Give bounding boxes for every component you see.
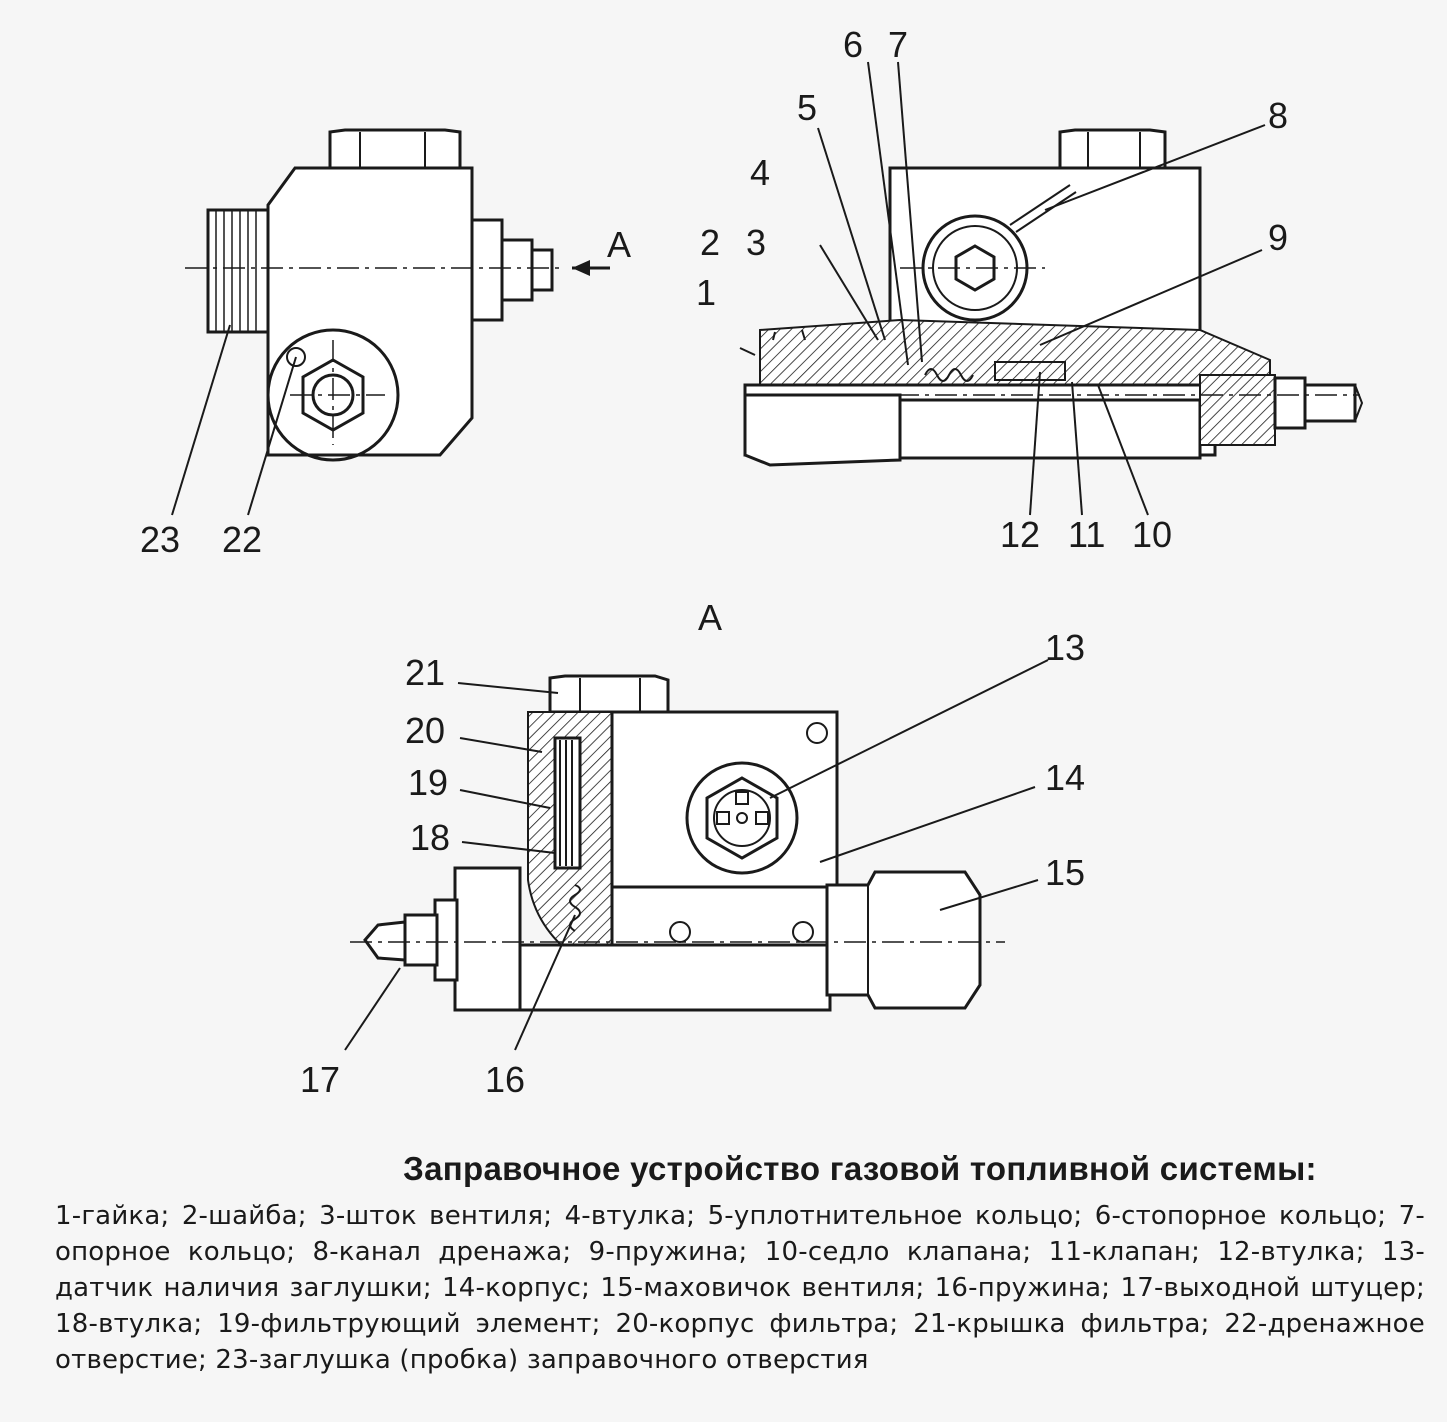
caption-legend: 1-гайка; 2-шайба; 3-шток вентиля; 4-втул… [55, 1201, 1425, 1375]
callout-16: 16 [485, 1059, 525, 1100]
filter-element [553, 736, 582, 870]
callout-11: 11 [1068, 514, 1105, 555]
callout-1: 1 [696, 272, 716, 313]
caption-title: Заправочное устройство газовой топливной… [403, 1150, 1317, 1187]
view-arrow-a: A [572, 224, 631, 276]
arrow-label-a: A [607, 224, 631, 265]
callout-19: 19 [408, 762, 448, 803]
boss-circle [266, 328, 400, 462]
handwheel-15 [825, 870, 982, 1010]
callout-9: 9 [1268, 217, 1288, 258]
section-upper-body [888, 166, 1202, 335]
technical-drawing: A 23 22 [140, 24, 1364, 1100]
callout-23: 23 [140, 519, 180, 560]
fitting-side [470, 218, 554, 322]
callout-10: 10 [1132, 514, 1172, 555]
spring-9 [924, 368, 974, 382]
callout-2: 2 [700, 222, 720, 263]
callout-17: 17 [300, 1059, 340, 1100]
callout-6: 6 [843, 24, 863, 65]
callout-20: 20 [405, 710, 445, 751]
view-a: A [300, 597, 1085, 1100]
callout-8: 8 [1268, 95, 1288, 136]
outlet-fitting-17 [363, 866, 522, 1012]
callout-21: 21 [405, 652, 445, 693]
callout-12: 12 [1000, 514, 1040, 555]
side-view-body [266, 166, 474, 457]
side-view: A 23 22 [140, 128, 631, 560]
callout-14: 14 [1045, 757, 1085, 798]
callout-13: 13 [1045, 627, 1085, 668]
callout-4: 4 [750, 152, 770, 193]
view-label-a: A [698, 597, 722, 638]
sensor-13 [685, 761, 799, 875]
callout-7: 7 [888, 24, 908, 65]
callout-18: 18 [410, 817, 450, 858]
hex-nut-top [328, 128, 462, 170]
filler-plug-knurl [206, 208, 270, 334]
section-view: 1 2 3 4 5 6 7 8 9 10 11 12 [696, 24, 1364, 555]
callout-15: 15 [1045, 852, 1085, 893]
caption: Заправочное устройство газовой топливной… [55, 1150, 1425, 1378]
callout-3: 3 [746, 222, 766, 263]
drain-hole [286, 347, 306, 367]
callout-22: 22 [222, 519, 262, 560]
callout-5: 5 [797, 87, 817, 128]
